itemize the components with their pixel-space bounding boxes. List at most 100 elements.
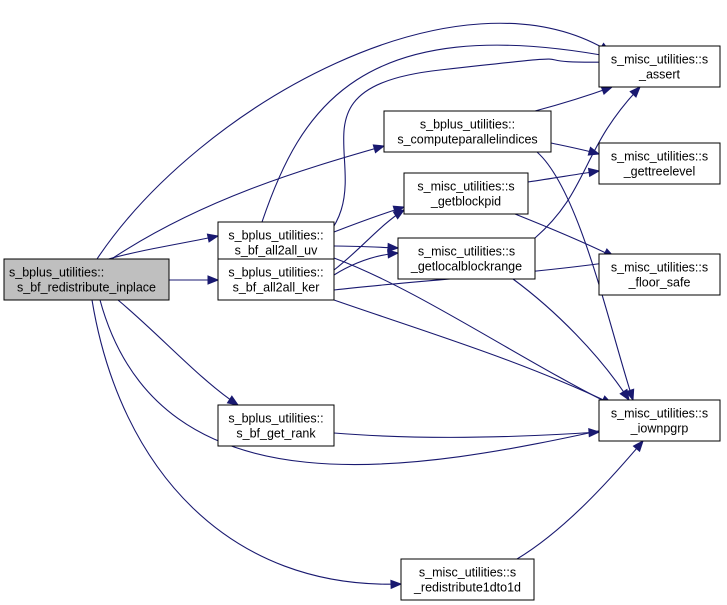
node-label-line-2: s_computeparallelindices (397, 133, 537, 147)
edge-all2all_ker-to-getblockpid (333, 209, 406, 271)
edge-line (333, 431, 600, 438)
arrowhead (390, 579, 403, 590)
edge-line (333, 299, 613, 405)
node-label-line-2: s_bf_redistribute_inplace (17, 281, 156, 295)
node-box[interactable] (397, 237, 536, 280)
edge-line (516, 440, 644, 560)
edge-line (333, 206, 405, 233)
node-iownpgrp[interactable]: s_misc_utilities::s_iownpgrp (598, 399, 721, 442)
node-box[interactable] (217, 404, 335, 447)
node-label-line-1: s_bplus_utilities:: (228, 266, 323, 280)
node-label-line-1: s_bplus_utilities:: (228, 412, 323, 426)
edge-line (299, 58, 613, 260)
edge-all2all_ker-to-assert (299, 57, 614, 260)
arrowhead (226, 395, 240, 406)
node-all2all_ker[interactable]: s_bplus_utilities::s_bf_all2all_ker (217, 258, 335, 301)
edge-getblockpid-to-gettreelevel (527, 167, 601, 183)
edge-line (99, 299, 613, 466)
node-getlocalblockrange[interactable]: s_misc_utilities::s_getlocalblockrange (397, 237, 536, 280)
node-get_rank[interactable]: s_bplus_utilities::s_bf_get_rank (217, 404, 335, 447)
node-label-line-2: _gettreelevel (623, 165, 696, 179)
edge-line (96, 22, 611, 260)
node-root[interactable]: s_bplus_utilities::s_bf_redistribute_inp… (3, 258, 170, 301)
node-label-line-1: s_bplus_utilities:: (9, 266, 104, 280)
node-box[interactable] (598, 45, 721, 88)
arrowhead (588, 427, 601, 438)
edge-all2all_uv-to-getlocalblockrange (333, 242, 400, 253)
arrowhead (625, 388, 635, 402)
arrowhead (207, 275, 220, 285)
node-box[interactable] (3, 258, 170, 301)
edge-line (261, 44, 613, 223)
edge-root-to-get_rank (117, 299, 240, 406)
node-label-line-1: s_misc_utilities::s (419, 566, 516, 580)
edge-line (527, 170, 600, 183)
node-label-line-1: s_misc_utilities::s (611, 407, 708, 421)
edge-line (117, 299, 239, 406)
node-label-line-2: s_bf_all2all_ker (233, 281, 320, 295)
node-label-line-2: _getblockpid (430, 195, 501, 209)
edge-line (91, 299, 402, 585)
node-redistribute1d[interactable]: s_misc_utilities::s_redistribute1dto1d (400, 558, 535, 601)
edge-root-to-redistribute1d (91, 299, 403, 590)
node-getblockpid[interactable]: s_misc_utilities::s_getblockpid (403, 172, 529, 215)
arrowhead (600, 86, 614, 96)
node-box[interactable] (403, 172, 529, 215)
edge-root-to-iownpgrp (99, 299, 614, 466)
edge-computeparallel-to-iownpgrp (536, 151, 635, 402)
arrowhead (387, 242, 400, 253)
edge-root-to-all2all_ker (169, 275, 220, 285)
arrowhead (629, 86, 641, 98)
node-computeparallel[interactable]: s_bplus_utilities::s_computeparallelindi… (383, 110, 552, 153)
edge-all2all_uv-to-iownpgrp (333, 257, 622, 410)
arrowhead (372, 144, 386, 154)
edge-all2all_ker-to-iownpgrp (333, 299, 614, 405)
edge-redistribute1d-to-iownpgrp (516, 439, 644, 560)
node-label-line-2: _assert (638, 68, 681, 82)
node-label-line-1: s_misc_utilities::s (611, 53, 708, 67)
node-all2all_uv[interactable]: s_bplus_utilities::s_bf_all2all_uv (217, 221, 335, 264)
node-box[interactable] (400, 558, 535, 601)
edge-all2all_ker-to-getlocalblockrange (333, 249, 400, 276)
edge-computeparallel-to-gettreelevel (550, 142, 601, 156)
node-label-line-2: _floor_safe (628, 276, 691, 290)
nodes-layer: s_bplus_utilities::s_bf_redistribute_inp… (3, 45, 721, 601)
edge-computeparallel-to-assert (534, 86, 614, 112)
node-box[interactable] (383, 110, 552, 153)
node-label-line-2: _redistribute1dto1d (413, 581, 521, 595)
node-box[interactable] (598, 142, 721, 185)
edge-getlocalblockrange-to-assert (534, 86, 641, 239)
node-label-line-1: s_misc_utilities::s (418, 245, 515, 259)
arrowhead (387, 249, 400, 259)
edge-all2all_uv-to-getblockpid (333, 205, 406, 233)
node-label-line-1: s_misc_utilities::s (611, 150, 708, 164)
node-gettreelevel[interactable]: s_misc_utilities::s_gettreelevel (598, 142, 721, 185)
node-label-line-2: _getlocalblockrange (410, 260, 522, 274)
arrowhead (392, 209, 406, 220)
node-box[interactable] (598, 253, 721, 296)
arrowhead (632, 439, 644, 453)
arrowhead (619, 388, 630, 402)
node-floor_safe[interactable]: s_misc_utilities::s_floor_safe (598, 253, 721, 296)
node-label-line-1: s_misc_utilities::s (611, 261, 708, 275)
edge-root-to-computeparallel (109, 144, 386, 261)
node-box[interactable] (598, 399, 721, 442)
edge-line (512, 278, 630, 401)
arrowhead (206, 233, 220, 243)
node-box[interactable] (217, 258, 335, 301)
arrowhead (587, 167, 601, 178)
node-label-line-2: s_bf_get_rank (236, 427, 316, 441)
edge-line (534, 86, 613, 112)
edge-line (534, 86, 641, 239)
node-label-line-2: s_bf_all2all_uv (235, 244, 318, 258)
edge-line (109, 145, 385, 261)
node-label-line-1: s_bplus_utilities:: (420, 118, 515, 132)
node-assert[interactable]: s_misc_utilities::s_assert (598, 45, 721, 88)
node-label-line-2: _iownpgrp (630, 422, 689, 436)
edge-get_rank-to-iownpgrp (333, 427, 601, 438)
edge-getlocalblockrange-to-iownpgrp (512, 278, 630, 402)
edge-line (333, 257, 621, 410)
node-label-line-1: s_bplus_utilities:: (228, 229, 323, 243)
edges-layer (91, 22, 644, 590)
